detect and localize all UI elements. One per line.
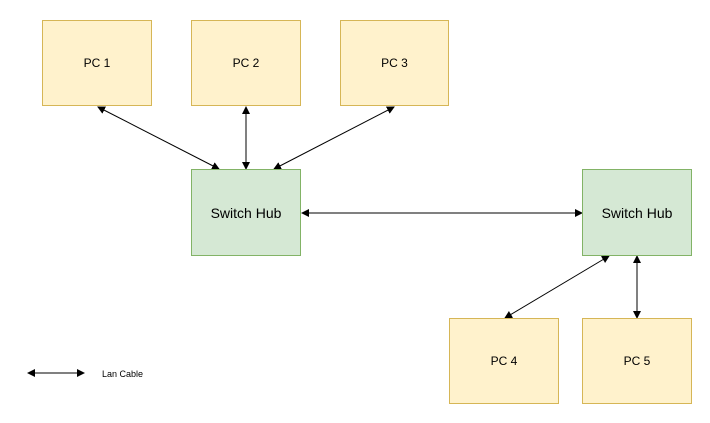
lan-cable-hub2-pc4	[504, 255, 610, 319]
pc-2-node[interactable]: PC 2	[191, 20, 301, 106]
pc-5-label: PC 5	[623, 354, 651, 368]
switch-hub-2-label: Switch Hub	[601, 204, 673, 221]
pc-3-node[interactable]: PC 3	[340, 20, 449, 106]
pc-2-label: PC 2	[232, 56, 260, 70]
lan-cable-hub1-pc3	[273, 106, 395, 170]
pc-4-node[interactable]: PC 4	[449, 318, 559, 404]
switch-hub-1-node[interactable]: Switch Hub	[191, 169, 301, 256]
lan-cable-hub1-pc1	[97, 106, 220, 170]
pc-5-node[interactable]: PC 5	[582, 318, 692, 404]
switch-hub-2-node[interactable]: Switch Hub	[582, 169, 692, 256]
legend-label: Lan Cable	[102, 369, 144, 379]
pc-4-label: PC 4	[490, 354, 518, 368]
pc-1-node[interactable]: PC 1	[42, 20, 152, 106]
switch-hub-1-label: Switch Hub	[210, 204, 282, 221]
pc-1-label: PC 1	[83, 56, 111, 70]
pc-3-label: PC 3	[381, 56, 408, 70]
